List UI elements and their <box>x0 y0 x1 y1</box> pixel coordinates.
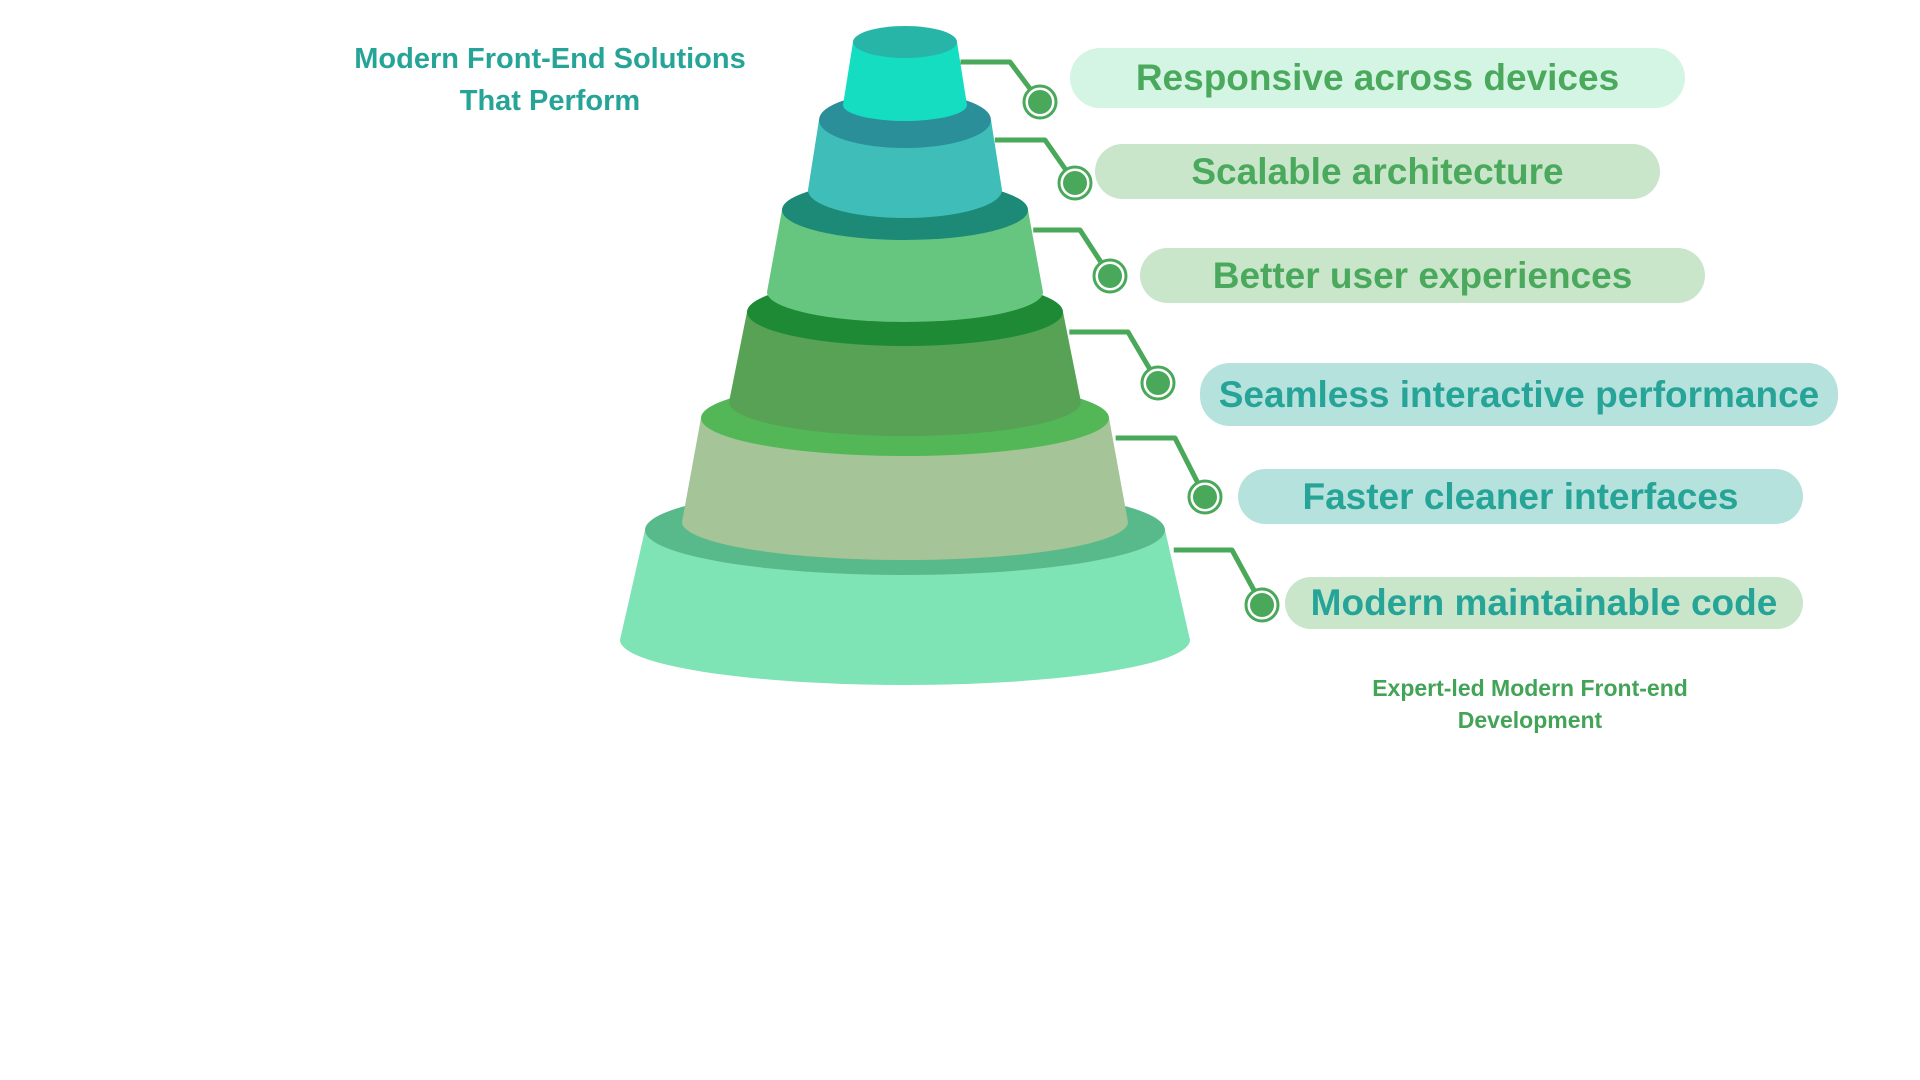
connector-dot-5 <box>1193 485 1217 509</box>
connector-dot-4 <box>1146 371 1170 395</box>
layer-body <box>620 530 1190 685</box>
pyramid-layer-1 <box>843 26 967 121</box>
connector-line-3 <box>1033 227 1113 278</box>
connector-dot-3 <box>1098 264 1122 288</box>
connector-line-5 <box>1115 435 1208 499</box>
layer-body <box>808 120 1002 218</box>
connector-dot-1 <box>1028 90 1052 114</box>
connector-dot-2 <box>1063 171 1087 195</box>
layer-body <box>767 210 1043 322</box>
layer-body <box>729 312 1081 436</box>
connector-line-6 <box>1173 547 1265 607</box>
level-label-1: Responsive across devices <box>1070 48 1685 108</box>
level-label-2: Scalable architecture <box>1095 144 1660 199</box>
title-line-1: Modern Front-End Solutions <box>354 43 746 75</box>
connector-dot-6 <box>1250 593 1274 617</box>
level-label-6: Modern maintainable code <box>1285 577 1803 629</box>
level-label-5: Faster cleaner interfaces <box>1238 469 1803 524</box>
connector-line-4 <box>1069 329 1161 385</box>
diagram-title: Modern Front-End Solutions That Perform <box>300 38 800 122</box>
layer-body <box>682 418 1128 560</box>
layer-body <box>843 42 967 121</box>
level-label-4: Seamless interactive performance <box>1200 363 1838 426</box>
title-line-2: That Perform <box>459 85 641 117</box>
diagram-subtitle: Expert-led Modern Front-end Development <box>1372 675 1688 733</box>
layer-top-face <box>853 26 957 58</box>
level-label-3: Better user experiences <box>1140 248 1705 303</box>
